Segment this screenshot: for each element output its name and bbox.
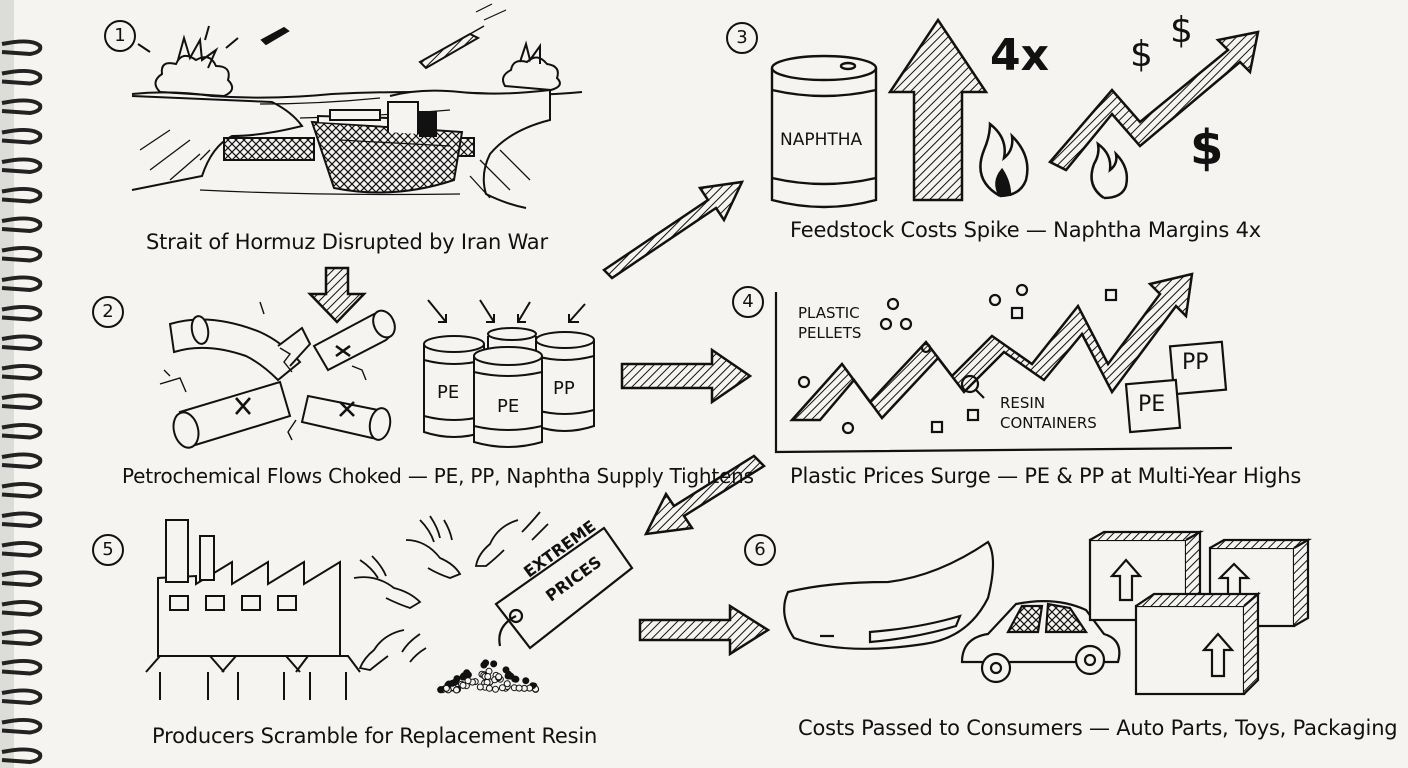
multiplier-label: 4x [990, 30, 1049, 81]
plastic-pellets-label-line1: PLASTIC [798, 304, 860, 322]
dollar-sign-3: $ [1190, 120, 1223, 176]
naphtha-barrel-label: NAPHTHA [780, 130, 862, 150]
step-5-caption: Producers Scramble for Replacement Resin [152, 724, 597, 748]
step-4-number: 4 [732, 286, 764, 318]
barrel-pe-left-label: PE [437, 382, 459, 403]
spiral-binding [0, 0, 14, 768]
step-1-number: 1 [104, 20, 136, 52]
step-2-number: 2 [92, 296, 124, 328]
resin-boxes-illustration [1126, 342, 1226, 432]
barrel-pe-front-label: PE [497, 396, 519, 417]
barrel-pp-label: PP [553, 378, 575, 399]
pellet-pile-illustration [438, 660, 539, 693]
step-4-caption: Plastic Prices Surge — PE & PP at Multi-… [790, 464, 1301, 488]
bumper-illustration [784, 542, 993, 649]
box-pe-label: PE [1138, 392, 1165, 417]
factory-illustration [146, 520, 360, 700]
plastic-pellets-label-line2: PELLETS [798, 324, 861, 342]
resin-containers-label-line2: CONTAINERS [1000, 414, 1097, 432]
step-6-number: 6 [744, 534, 776, 566]
step-2-caption: Petrochemical Flows Choked — PE, PP, Nap… [122, 464, 754, 488]
step-1-caption: Strait of Hormuz Disrupted by Iran War [146, 230, 548, 254]
step-3-number: 3 [726, 22, 758, 54]
strait-scene-illustration [132, 4, 582, 208]
dollar-sign-1: $ [1130, 34, 1153, 75]
dollar-sign-2: $ [1170, 10, 1193, 51]
packaging-boxes-illustration [1090, 532, 1308, 694]
resin-containers-label-line1: RESIN [1000, 394, 1045, 412]
step-5-number: 5 [92, 534, 124, 566]
step-6-caption: Costs Passed to Consumers — Auto Parts, … [798, 716, 1397, 740]
step-3-caption: Feedstock Costs Spike — Naphtha Margins … [790, 218, 1261, 242]
flow-arrows [604, 182, 768, 654]
box-pp-label: PP [1182, 350, 1209, 375]
